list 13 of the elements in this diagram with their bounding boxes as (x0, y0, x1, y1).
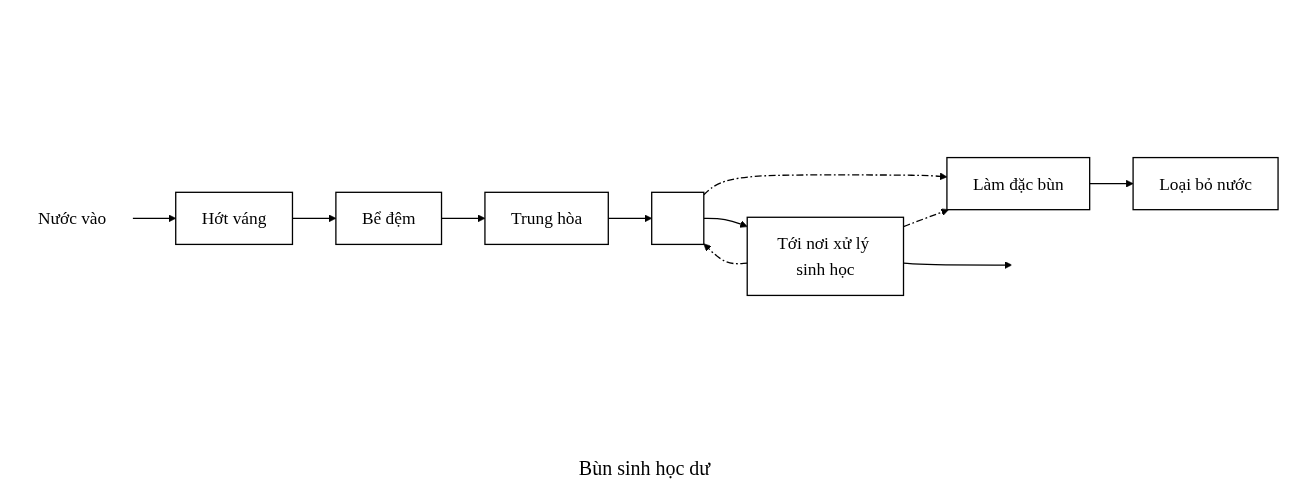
node-text: Nước vào (37, 208, 106, 228)
arrow (702, 172, 947, 196)
node-box (650, 191, 704, 246)
node-box: Trung hòa (483, 191, 609, 246)
node-box: Loại bỏ nước (1131, 156, 1279, 211)
node-box: Hớt váng (174, 191, 293, 246)
node-box: Tới nơi xử lý sinh học (746, 216, 904, 297)
arrow (607, 214, 652, 223)
note-text: Bùn sinh học dư (578, 457, 711, 479)
arrow (291, 214, 336, 223)
node-box: Bể đệm (334, 191, 442, 246)
arrow (131, 214, 176, 223)
node-box: Làm đặc bùn (945, 156, 1090, 211)
